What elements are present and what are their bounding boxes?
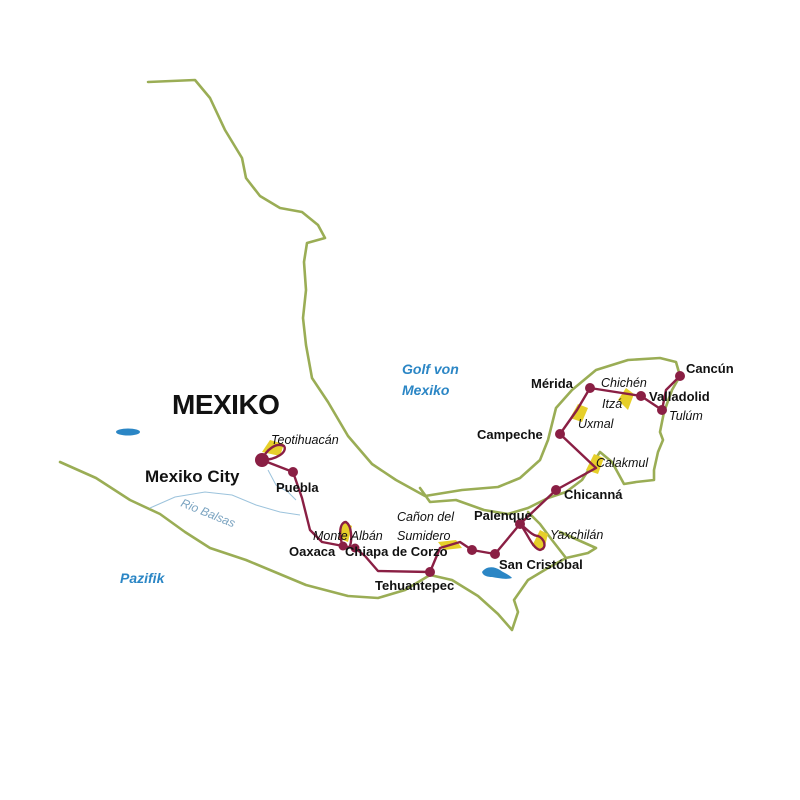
stop-cancun	[675, 371, 685, 381]
lake-malpaso	[482, 567, 512, 579]
pacific-label: Pazifik	[120, 570, 166, 586]
stop-tehuantepec	[425, 567, 435, 577]
gulf-label-line1: Golf von	[402, 361, 459, 377]
country-label: MEXIKO	[172, 389, 279, 420]
site-marker-calakmul	[586, 454, 604, 474]
route-loop-yaxchilan	[518, 522, 546, 552]
stop-oaxaca	[338, 541, 348, 551]
stop-mexiko-city	[255, 453, 269, 467]
stop-campeche	[555, 429, 565, 439]
site-label-monte-alban: Monte Albán	[313, 529, 383, 543]
site-label-tulum: Tulúm	[669, 409, 703, 423]
stop-tulum	[657, 405, 667, 415]
stop-palenque	[515, 519, 525, 529]
site-markers	[262, 388, 634, 550]
site-label-teotihuacan: Teotihuacán	[271, 433, 339, 447]
stop-merida	[585, 383, 595, 393]
river-label: Rio Balsas	[179, 496, 237, 530]
stop-chiapa-de-corzo	[350, 543, 360, 553]
site-label-canon-line1: Cañon del	[397, 510, 455, 524]
lake-chapala	[116, 428, 140, 436]
city-label-valladolid: Valladolid	[649, 389, 710, 404]
route-loop-teotihuacan	[260, 443, 286, 462]
stop-chicanna	[551, 485, 561, 495]
route-stops	[255, 371, 685, 577]
site-label-calakmul: Calakmul	[596, 456, 649, 470]
route-main	[260, 374, 682, 574]
guatemala-border	[526, 510, 568, 560]
city-label-oaxaca: Oaxaca	[289, 544, 336, 559]
capital-label: Mexiko City	[145, 467, 240, 486]
site-label-uxmal: Uxmal	[578, 417, 615, 431]
city-label-merida: Mérida	[531, 376, 574, 391]
stop-sumidero	[467, 545, 477, 555]
city-label-chiapa: Chiapa de Corzo	[345, 544, 448, 559]
city-label-campeche: Campeche	[477, 427, 543, 442]
city-label-palenque: Palenque	[474, 508, 532, 523]
site-label-chichen-line1: Chichén	[601, 376, 647, 390]
site-label-chichen-line2: Itzá	[602, 397, 622, 411]
west-coast	[58, 460, 432, 600]
north-coast	[146, 78, 682, 516]
city-label-chicanna: Chicanná	[564, 487, 623, 502]
tour-route	[260, 374, 682, 574]
city-label-san-cristobal: San Cristóbal	[499, 557, 583, 572]
gulf-label-line2: Mexiko	[402, 382, 450, 398]
site-label-yaxchilan: Yaxchilán	[550, 528, 603, 542]
river-balsas-branch	[267, 469, 297, 501]
city-label-tehuantepec: Tehuantepec	[375, 578, 454, 593]
city-label-cancun: Cancún	[686, 361, 734, 376]
river-balsas	[149, 491, 301, 516]
site-label-canon-line2: Sumidero	[397, 529, 451, 543]
south-coast	[428, 530, 598, 632]
stop-valladolid	[636, 391, 646, 401]
stop-puebla	[288, 467, 298, 477]
route-loop-monte-alban	[338, 520, 353, 548]
site-marker-uxmal	[570, 404, 588, 422]
stop-san-cristobal	[490, 549, 500, 559]
city-label-puebla: Puebla	[276, 480, 319, 495]
